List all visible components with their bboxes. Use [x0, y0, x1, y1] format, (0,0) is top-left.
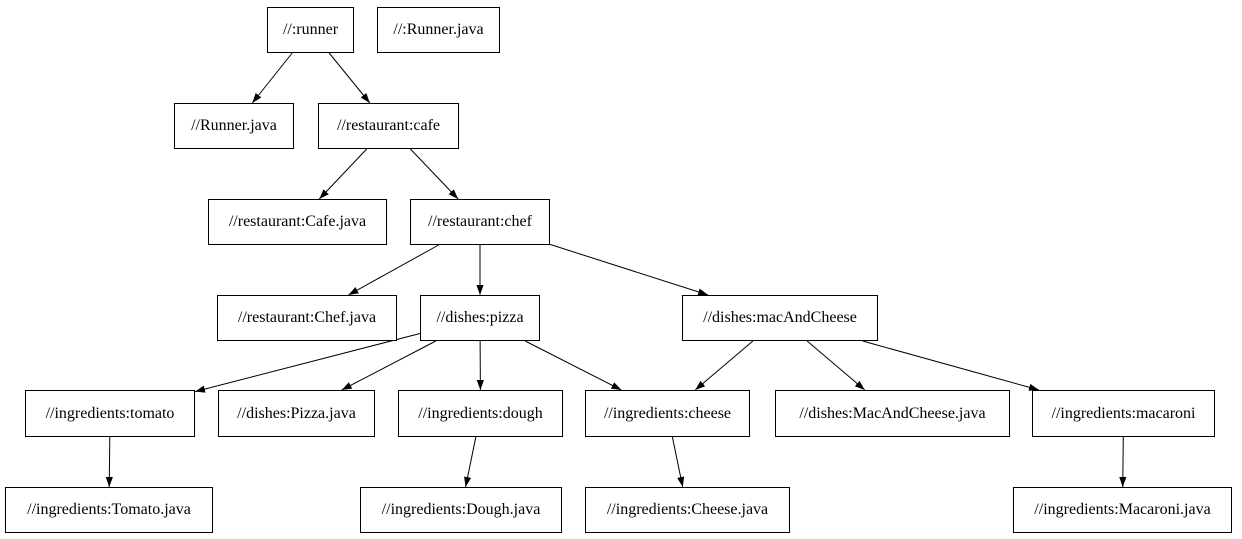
edge-mac-and-cheese-to-cheese — [694, 340, 754, 391]
node-label: //ingredients:Cheese.java — [606, 501, 769, 518]
node-mac-and-cheese: //dishes:macAndCheese — [682, 295, 878, 341]
node-chef-java: //restaurant:Chef.java — [217, 295, 397, 341]
node-label: //dishes:Pizza.java — [237, 404, 356, 422]
node-pizza: //dishes:pizza — [420, 295, 540, 341]
node-label: //:runner — [282, 21, 339, 38]
node-label: //Runner.java — [191, 117, 277, 134]
node-cheese-java: //ingredients:Cheese.java — [585, 487, 790, 533]
node-mac-java: //dishes:MacAndCheese.java — [775, 390, 1010, 437]
node-label: //dishes:MacAndCheese.java — [799, 404, 986, 422]
edge-pizza-to-cheese — [524, 340, 622, 391]
node-label: //restaurant:Cafe.java — [228, 213, 367, 230]
node-runner-java: //Runner.java — [174, 103, 294, 149]
node-pizza-java: //dishes:Pizza.java — [218, 390, 375, 437]
edge-cheese-to-cheese-java — [671, 436, 685, 488]
node-macaroni: //ingredients:macaroni — [1032, 390, 1215, 437]
node-chef: //restaurant:chef — [410, 199, 550, 245]
node-label: //ingredients:tomato — [45, 404, 175, 422]
node-label: //ingredients:Tomato.java — [27, 501, 191, 518]
edge-mac-and-cheese-to-macaroni — [862, 340, 1040, 391]
edge-chef-to-chef-java — [348, 244, 439, 296]
node-runner-java-top: //:Runner.java — [377, 7, 500, 53]
node-label: //:Runner.java — [393, 21, 484, 38]
node-label: //ingredients:Macaroni.java — [1034, 501, 1211, 518]
edge-mac-and-cheese-to-mac-java — [806, 340, 866, 391]
node-label: //ingredients:cheese — [603, 404, 732, 422]
node-macaroni-java: //ingredients:Macaroni.java — [1013, 487, 1232, 533]
node-label: //dishes:pizza — [436, 309, 524, 326]
node-label: //restaurant:Chef.java — [237, 309, 377, 326]
node-label: //dishes:macAndCheese — [703, 309, 857, 326]
edge-group — [105, 52, 1127, 488]
node-runner: //:runner — [267, 7, 354, 53]
edge-cafe-to-chef — [410, 148, 459, 200]
edge-runner-to-cafe — [328, 52, 371, 104]
node-cafe: //restaurant:cafe — [318, 103, 459, 149]
node-label: //ingredients:Dough.java — [381, 501, 541, 518]
edge-pizza-to-tomato — [194, 333, 421, 393]
node-dough: //ingredients:dough — [398, 390, 563, 437]
edge-macaroni-to-macaroni-java — [1119, 436, 1127, 488]
edge-chef-to-mac-and-cheese — [549, 243, 709, 296]
node-cheese: //ingredients:cheese — [585, 390, 750, 437]
node-label: //ingredients:dough — [418, 404, 543, 422]
node-dough-java: //ingredients:Dough.java — [360, 487, 562, 533]
edge-cafe-to-cafe-java — [318, 148, 368, 200]
node-label: //ingredients:macaroni — [1051, 404, 1196, 422]
edge-dough-to-dough-java — [464, 436, 477, 488]
edge-tomato-to-tomato-java — [105, 436, 113, 488]
node-label: //restaurant:chef — [428, 213, 532, 230]
node-tomato: //ingredients:tomato — [25, 390, 195, 437]
edge-runner-to-runner-java — [251, 52, 293, 104]
node-tomato-java: //ingredients:Tomato.java — [5, 487, 213, 533]
node-label: //restaurant:cafe — [336, 117, 441, 134]
node-cafe-java: //restaurant:Cafe.java — [208, 199, 387, 245]
edge-pizza-to-pizza-java — [341, 340, 437, 391]
